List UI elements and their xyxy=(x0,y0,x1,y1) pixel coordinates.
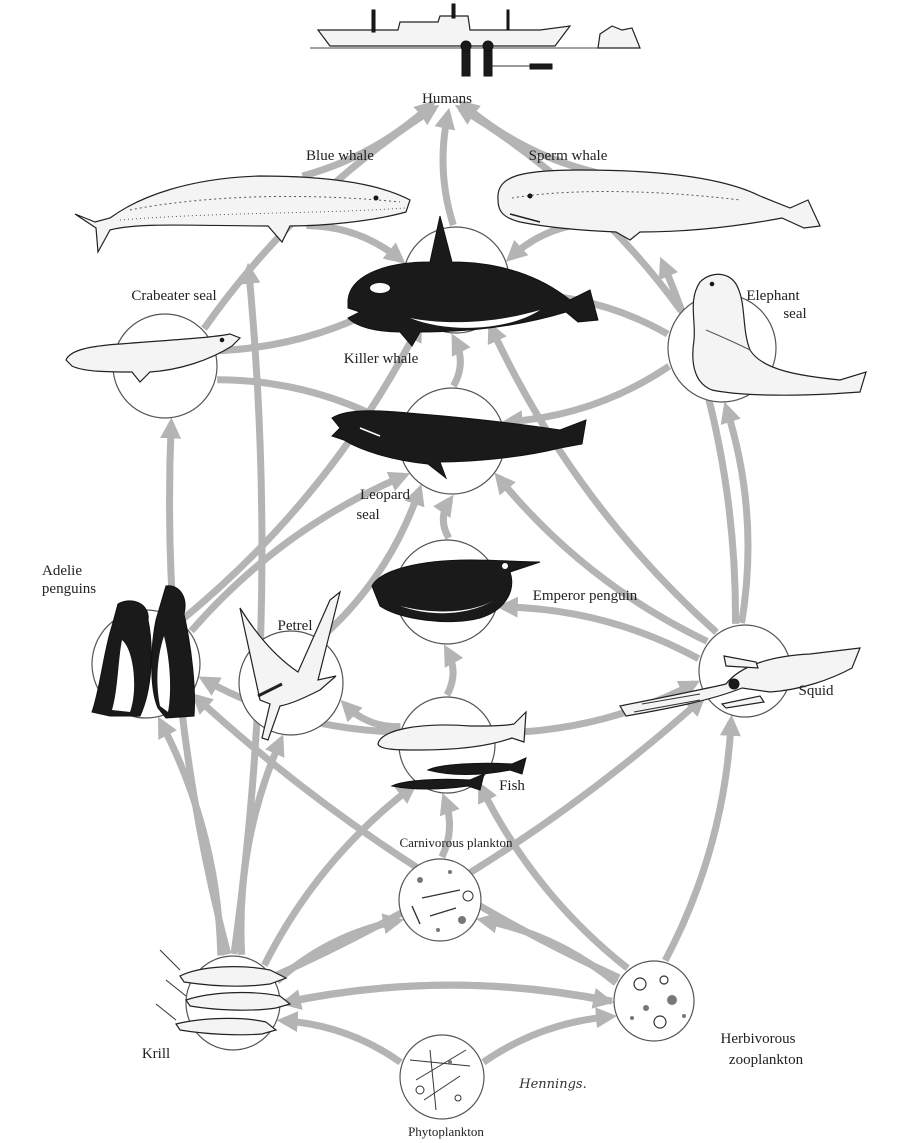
blue-whale-label: Blue whale xyxy=(306,148,374,164)
herbivorous-zooplankton-label-line1: Herbivorous xyxy=(721,1031,796,1047)
crabeater-seal-label: Crabeater seal xyxy=(131,288,216,304)
arrow-fish-to-emperor-penguin xyxy=(447,650,453,695)
herbivorous-zooplankton-circle xyxy=(614,961,694,1041)
humans-node: Humans xyxy=(310,4,640,107)
carnivorous-plankton-label: Carnivorous plankton xyxy=(399,835,513,850)
arrow-krill-to-petrel xyxy=(241,740,281,955)
sperm-whale-label: Sperm whale xyxy=(529,148,608,164)
fish-label: Fish xyxy=(499,778,525,794)
emperor-penguin-label: Emperor penguin xyxy=(533,588,638,604)
krill-label: Krill xyxy=(142,1046,170,1062)
arrow-blue-whale-to-killer-whale xyxy=(306,226,400,260)
arrow-blue-whale-to-humans xyxy=(303,105,432,176)
killer-whale-label: Killer whale xyxy=(344,351,419,367)
arrow-leopard-seal-to-killer-whale xyxy=(453,339,460,386)
herbivorous-zooplankton-node: Herbivorous zooplankton xyxy=(614,961,804,1068)
crabeater-seal-node: Crabeater seal xyxy=(66,288,240,418)
leopard-seal-label-line1: Leopard xyxy=(360,487,410,503)
fish-node: Fish xyxy=(378,697,526,794)
phytoplankton-node: Phytoplankton xyxy=(400,1035,484,1139)
petrel-node: Petrel xyxy=(239,592,343,740)
arrow-krill-to-carnivorous-plankton xyxy=(277,921,398,981)
arrow-krill-to-herbivorous-zooplankton xyxy=(282,985,608,1003)
humans-label: Humans xyxy=(422,91,472,107)
arrow-fish-to-petrel xyxy=(345,704,401,726)
sperm-whale-node: Sperm whale xyxy=(498,148,820,240)
elephant-seal-label-line1: Elephant xyxy=(746,288,800,304)
penguin-icon xyxy=(372,560,540,622)
artist-signature: Hennings. xyxy=(518,1077,586,1092)
carnivorous-plankton-circle xyxy=(399,859,481,941)
penguin-icon xyxy=(92,586,195,718)
ship-and-people-icon xyxy=(310,4,640,76)
adelie-penguins-label-line2: penguins xyxy=(42,581,96,597)
arrow-herbivorous-zooplankton-to-carnivorous-plankton xyxy=(483,920,617,983)
leopard-seal-label-line2: seal xyxy=(356,507,379,523)
arrow-elephant-seal-to-leopard-seal xyxy=(508,366,669,422)
phytoplankton-label: Phytoplankton xyxy=(408,1124,484,1139)
adelie-penguins-label-line1: Adelie xyxy=(42,563,82,579)
adelie-penguins-node: Adelie penguins xyxy=(42,563,200,718)
arrow-phytoplankton-to-herbivorous-zooplankton xyxy=(483,1017,610,1063)
arrow-squid-to-leopard-seal xyxy=(498,477,707,641)
elephant-seal-node: Elephant seal xyxy=(668,274,866,402)
phytoplankton-circle xyxy=(400,1035,484,1119)
arrow-squid-to-emperor-penguin xyxy=(503,607,698,659)
elephant-seal-label-line2: seal xyxy=(783,306,806,322)
squid-label: Squid xyxy=(798,683,834,699)
arrow-phytoplankton-to-krill xyxy=(283,1021,401,1063)
arrow-emperor-penguin-to-leopard-seal xyxy=(443,500,450,538)
killer-whale-node: Killer whale xyxy=(344,216,598,367)
emperor-penguin-node: Emperor penguin xyxy=(372,540,638,644)
sperm-whale-icon xyxy=(498,170,820,240)
arrow-herbivorous-zooplankton-to-squid xyxy=(665,721,731,960)
blue-whale-icon xyxy=(75,176,410,252)
krill-node: Krill xyxy=(142,950,290,1062)
herbivorous-zooplankton-label-line2: zooplankton xyxy=(729,1052,804,1068)
arrow-killer-whale-to-humans xyxy=(443,114,453,225)
